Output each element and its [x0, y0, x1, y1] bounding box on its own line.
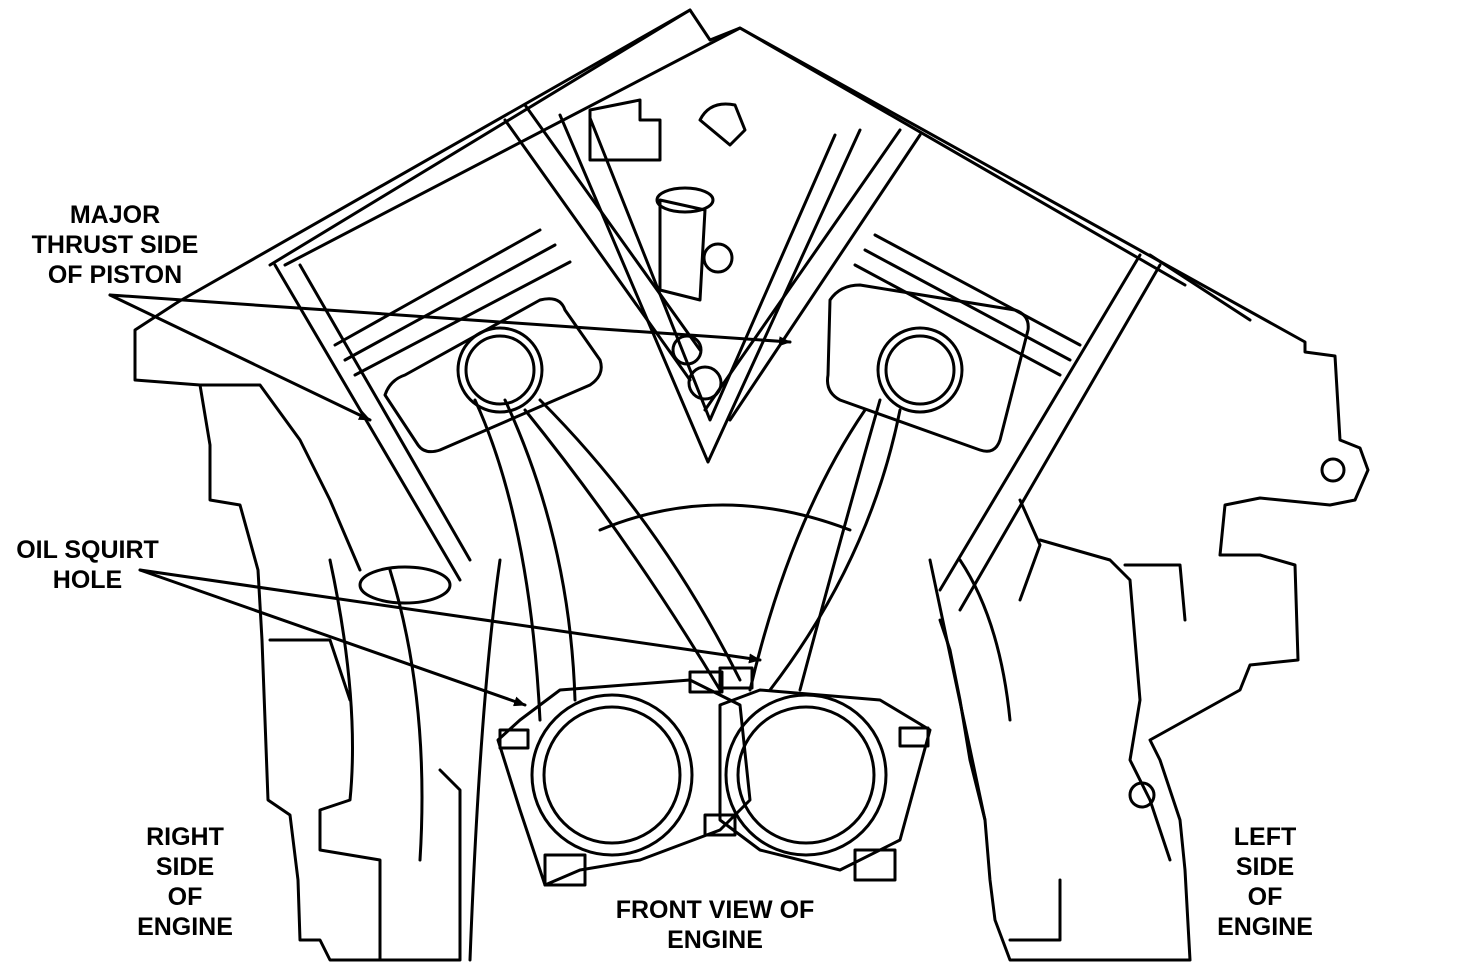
- v-valley: [558, 98, 862, 464]
- arrow-squirt-right: [138, 568, 762, 664]
- crank-arch: [468, 503, 987, 962]
- label-left-side: LEFT SIDE OF ENGINE: [1217, 823, 1313, 941]
- arrow-thrust-left: [108, 293, 372, 422]
- label-front-view: FRONT VIEW OF ENGINE: [615, 896, 815, 954]
- big-end-bearings: [496, 666, 932, 887]
- connecting-rods: [473, 398, 1012, 722]
- arrow-squirt-left: [138, 568, 527, 707]
- label-oil-squirt: OIL SQUIRT HOLE: [16, 536, 159, 594]
- right-bank-ribs: [1008, 457, 1346, 942]
- label-major-thrust: MAJOR THRUST SIDE OF PISTON: [31, 201, 199, 289]
- label-right-side: RIGHT SIDE OF ENGINE: [137, 823, 233, 941]
- leader-arrows: [108, 293, 792, 707]
- left-bank-ribs: [268, 558, 452, 962]
- arrow-thrust-right: [108, 293, 792, 347]
- right-cylinder: [703, 128, 1162, 612]
- block-outline: [133, 8, 1370, 962]
- deck-lines: [268, 8, 1252, 322]
